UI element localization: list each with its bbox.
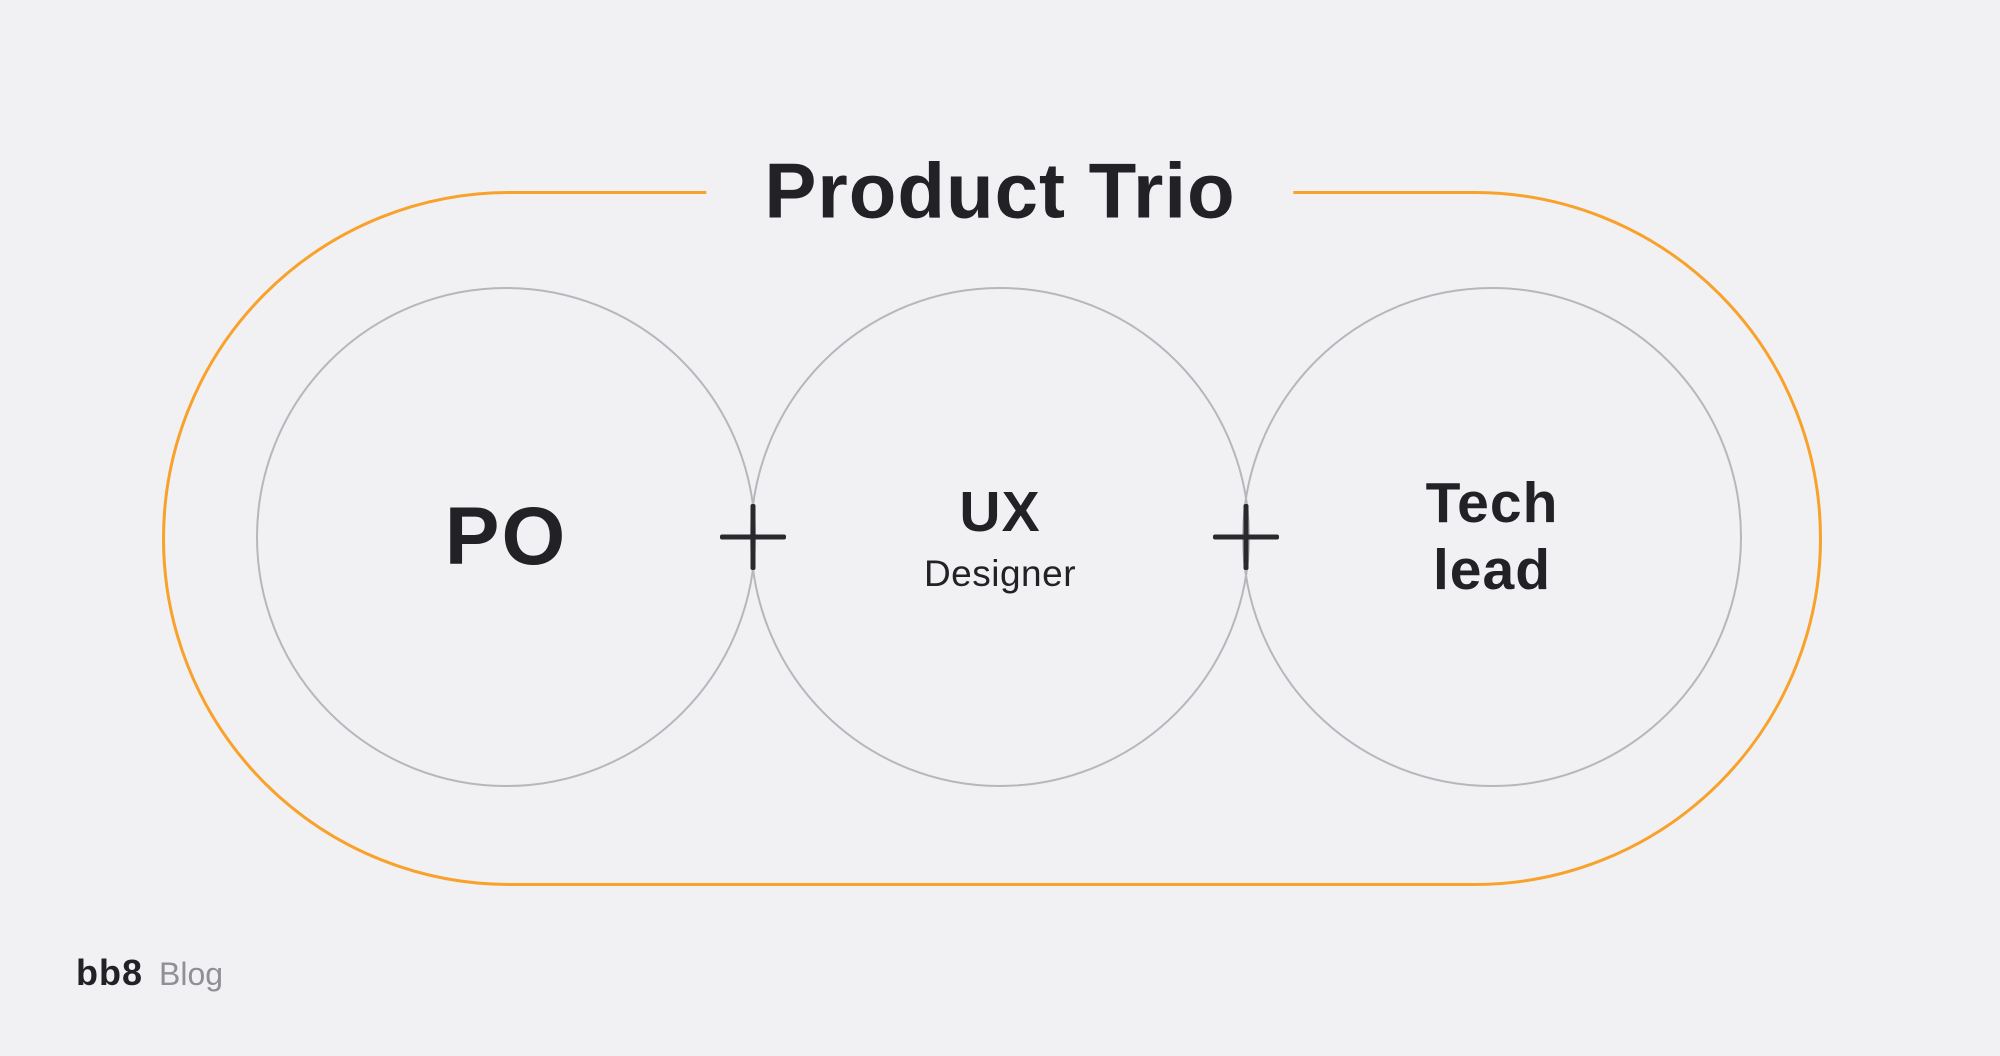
- footer-brand: bb8 Blog: [76, 952, 223, 994]
- ux-label: UX: [959, 480, 1041, 545]
- diagram-title: Product Trio: [706, 135, 1294, 247]
- tech-lead-label-line2: lead: [1432, 538, 1552, 602]
- circle-po: PO: [256, 287, 756, 787]
- footer-blog-label: Blog: [159, 956, 224, 992]
- plus-icon: [1211, 502, 1281, 572]
- bb8-logo: bb8: [76, 952, 144, 993]
- tech-lead-label-line1: Tech: [1425, 470, 1559, 535]
- po-label: PO: [444, 491, 568, 582]
- circle-tech-lead: Tech lead: [1242, 287, 1742, 787]
- ux-sublabel: Designer: [923, 552, 1077, 594]
- circle-ux-designer: UX Designer: [750, 287, 1250, 787]
- plus-icon: [718, 502, 788, 572]
